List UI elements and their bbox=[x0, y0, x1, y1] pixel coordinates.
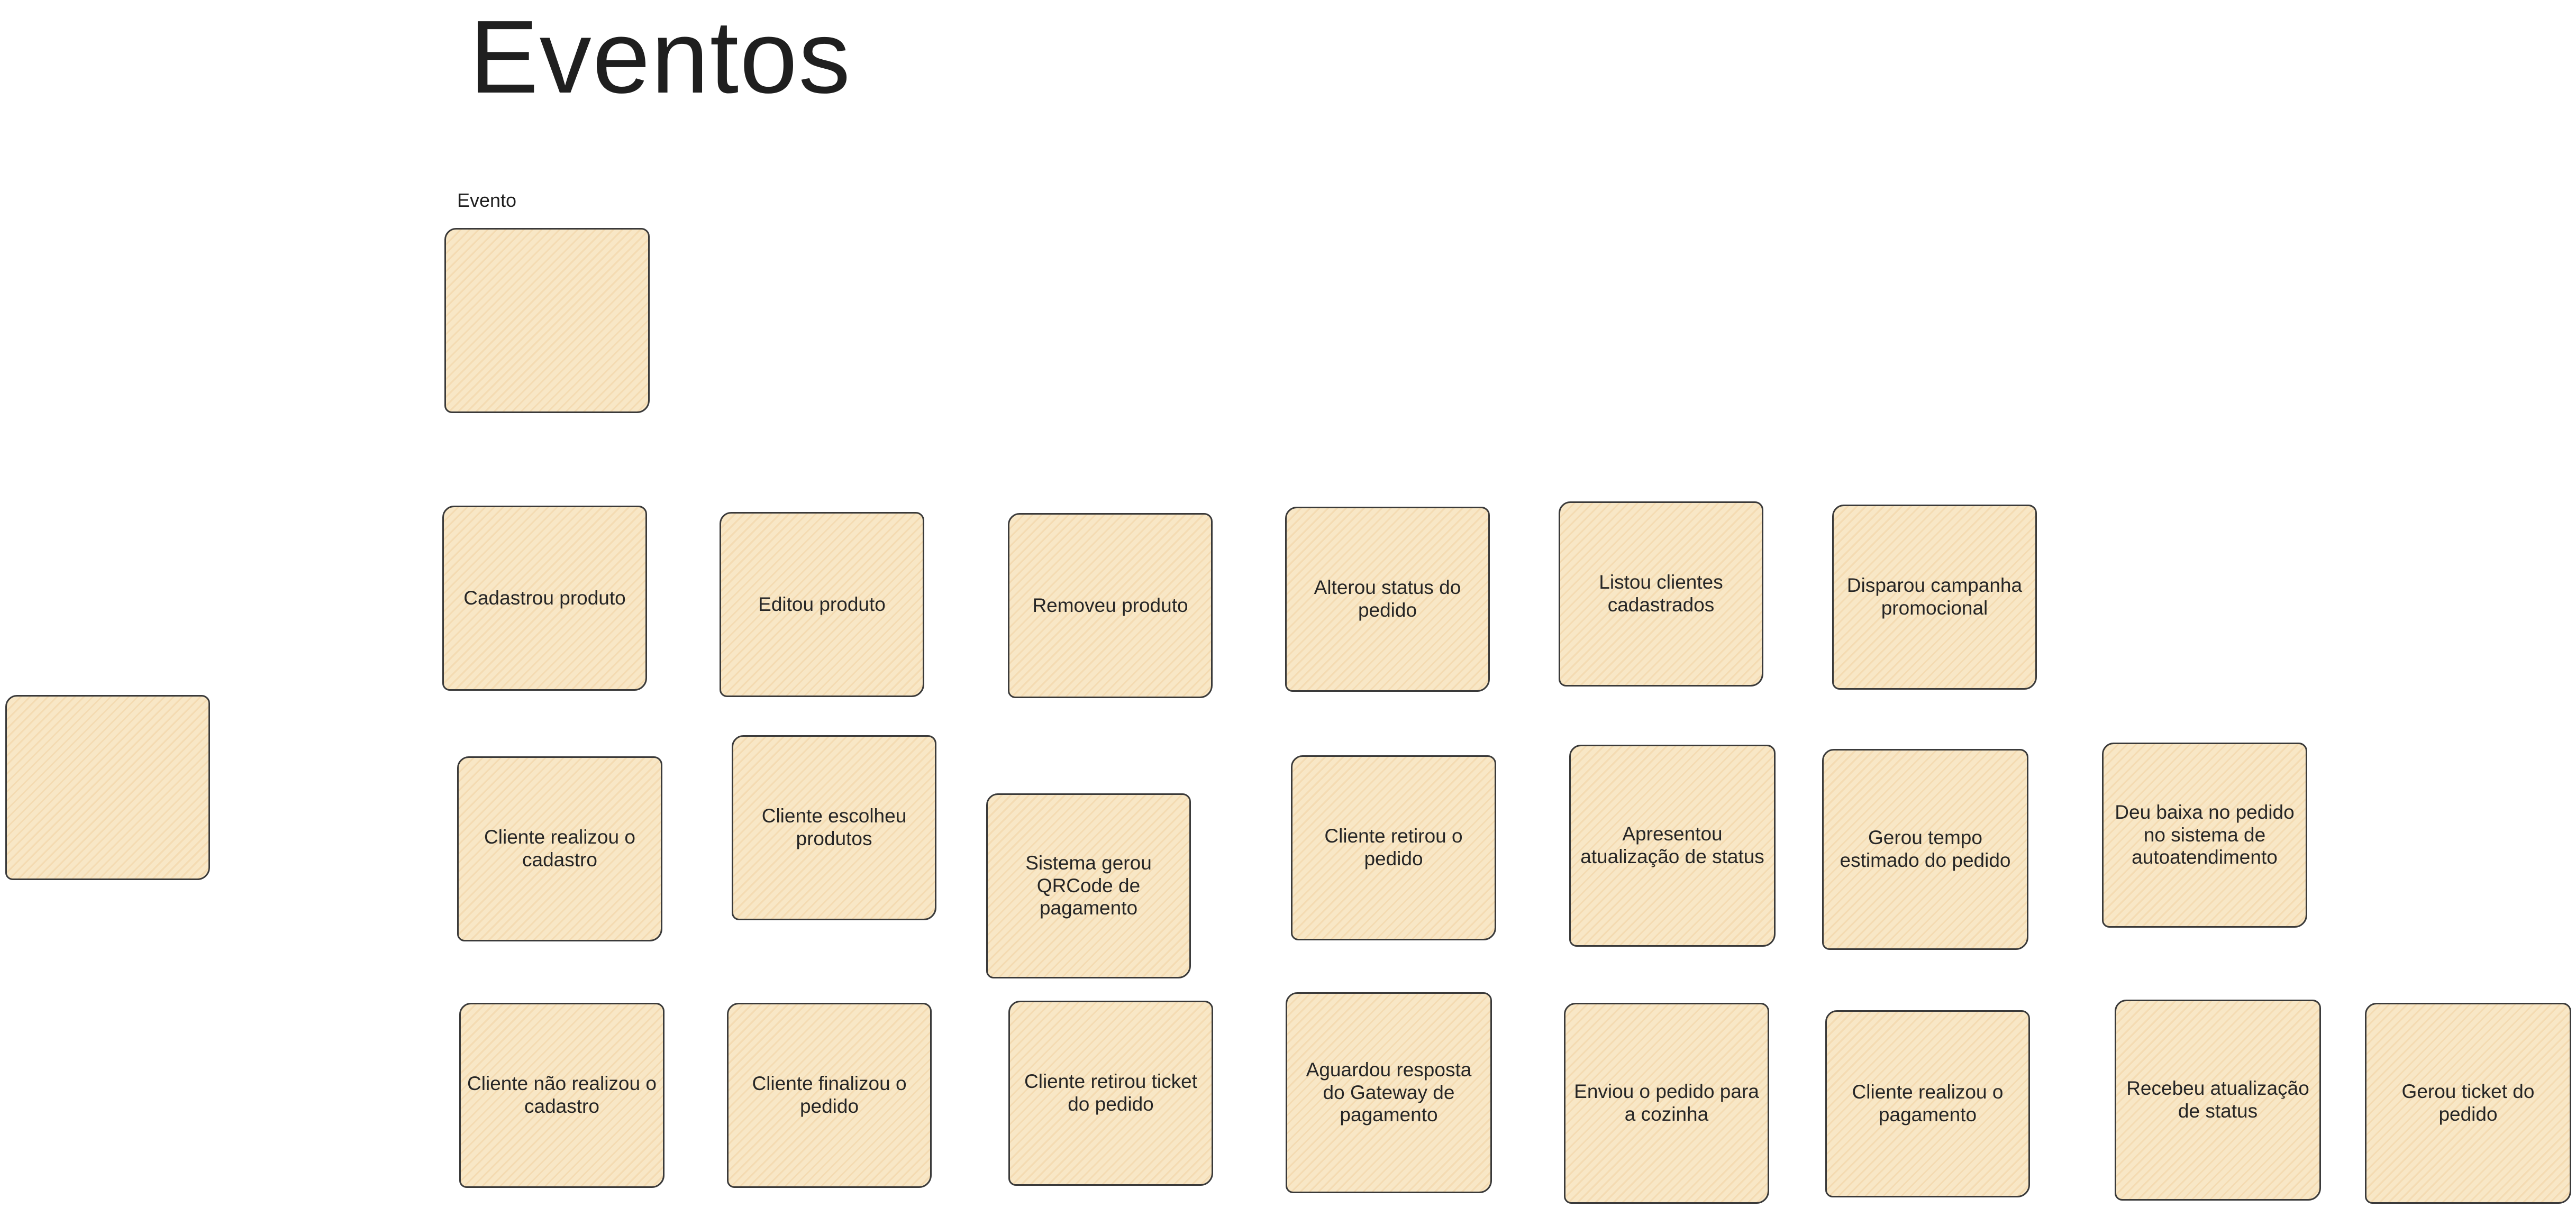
event-label: Cliente escolheu produtos bbox=[761, 805, 907, 849]
event-note-deu-baixa-pedido[interactable]: Deu baixa no pedido no sistema de autoat… bbox=[2102, 743, 2307, 928]
event-label: Disparou campanha promocional bbox=[1846, 574, 2023, 619]
event-label: Gerou ticket do pedido bbox=[2401, 1081, 2535, 1125]
event-note-editou-produto[interactable]: Editou produto bbox=[720, 512, 924, 697]
event-label: Apresentou atualização de status bbox=[1580, 823, 1764, 867]
event-note-cliente-realizou-cadastro[interactable]: Cliente realizou o cadastro bbox=[457, 756, 662, 941]
event-note-cliente-finalizou-pedido[interactable]: Cliente finalizou o pedido bbox=[727, 1003, 932, 1188]
event-label: Aguardou resposta do Gateway de pagament… bbox=[1306, 1059, 1472, 1126]
blank-event-note[interactable] bbox=[5, 695, 210, 880]
event-note-apresentou-atualizacao[interactable]: Apresentou atualização de status bbox=[1569, 745, 1776, 947]
event-label: Cliente não realizou o cadastro bbox=[467, 1073, 657, 1117]
event-note-aguardou-gateway[interactable]: Aguardou resposta do Gateway de pagament… bbox=[1286, 992, 1492, 1193]
event-label: Cadastrou produto bbox=[463, 587, 626, 609]
event-note-listou-clientes[interactable]: Listou clientes cadastrados bbox=[1559, 501, 1763, 687]
event-note-cliente-retirou-ticket[interactable]: Cliente retirou ticket do pedido bbox=[1008, 1001, 1213, 1186]
event-label: Cliente retirou o pedido bbox=[1324, 825, 1463, 870]
event-label: Alterou status do pedido bbox=[1314, 576, 1461, 621]
event-note-alterou-status[interactable]: Alterou status do pedido bbox=[1285, 507, 1490, 692]
event-note-cliente-escolheu-produtos[interactable]: Cliente escolheu produtos bbox=[732, 735, 936, 920]
event-note-removeu-produto[interactable]: Removeu produto bbox=[1008, 513, 1213, 698]
event-label: Sistema gerou QRCode de pagamento bbox=[1025, 852, 1152, 919]
event-note-recebeu-atualizacao[interactable]: Recebeu atualização de status bbox=[2115, 1000, 2321, 1201]
page-title: Eventos bbox=[469, 0, 852, 115]
event-note-cliente-nao-realizou-cadastro[interactable]: Cliente não realizou o cadastro bbox=[459, 1003, 665, 1188]
legend-event-note[interactable] bbox=[444, 228, 650, 413]
event-note-cadastrou-produto[interactable]: Cadastrou produto bbox=[442, 506, 647, 691]
event-label: Cliente realizou o pagamento bbox=[1852, 1081, 2004, 1125]
event-label: Gerou tempo estimado do pedido bbox=[1840, 827, 2011, 871]
event-label: Removeu produto bbox=[1032, 594, 1188, 616]
event-note-sistema-gerou-qrcode[interactable]: Sistema gerou QRCode de pagamento bbox=[986, 793, 1191, 978]
event-note-disparou-campanha[interactable]: Disparou campanha promocional bbox=[1832, 505, 2037, 690]
legend-label: Evento bbox=[457, 189, 517, 211]
event-note-gerou-tempo-estimado[interactable]: Gerou tempo estimado do pedido bbox=[1822, 749, 2028, 950]
event-label: Editou produto bbox=[758, 593, 886, 615]
event-note-cliente-retirou-pedido[interactable]: Cliente retirou o pedido bbox=[1291, 755, 1496, 940]
event-label: Listou clientes cadastrados bbox=[1599, 571, 1723, 616]
event-note-cliente-realizou-pagamento[interactable]: Cliente realizou o pagamento bbox=[1825, 1010, 2030, 1197]
event-note-enviou-pedido-cozinha[interactable]: Enviou o pedido para a cozinha bbox=[1564, 1003, 1769, 1204]
event-label: Cliente finalizou o pedido bbox=[752, 1073, 907, 1117]
event-label: Enviou o pedido para a cozinha bbox=[1574, 1081, 1759, 1125]
event-label: Cliente retirou ticket do pedido bbox=[1024, 1070, 1197, 1115]
event-label: Deu baixa no pedido no sistema de autoat… bbox=[2115, 801, 2295, 868]
event-label: Recebeu atualização de status bbox=[2126, 1077, 2309, 1122]
event-note-gerou-ticket[interactable]: Gerou ticket do pedido bbox=[2365, 1003, 2571, 1204]
event-label: Cliente realizou o cadastro bbox=[484, 826, 635, 871]
